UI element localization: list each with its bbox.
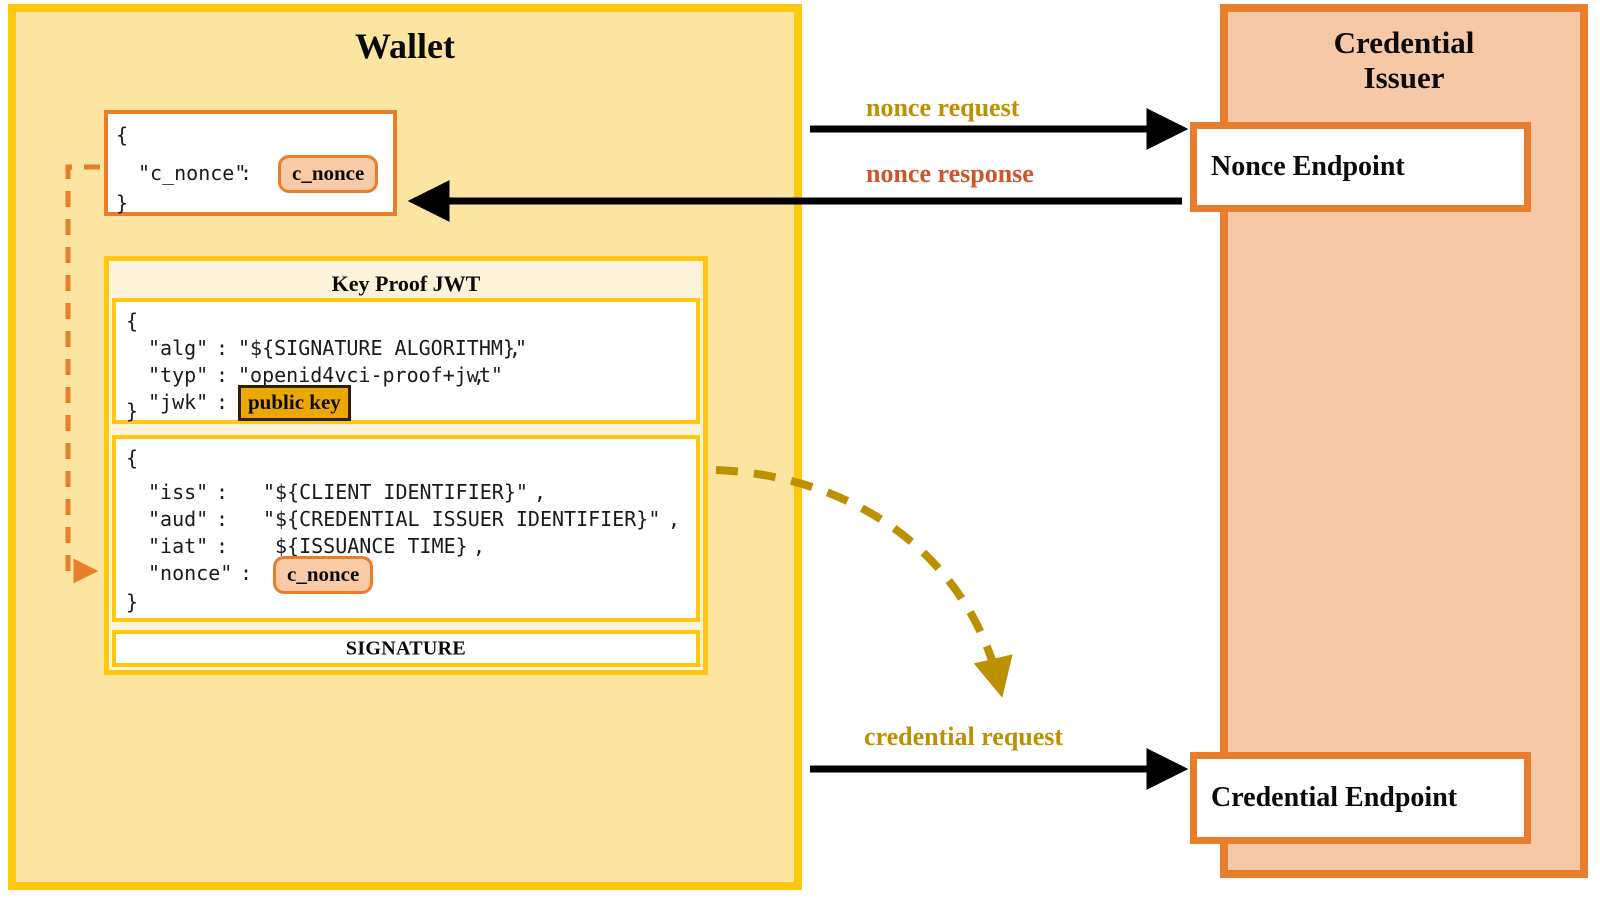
c-nonce-chip-payload: c_nonce [273,556,374,594]
issuer-title-line-2: Issuer [1363,59,1445,95]
jwt-signature-section: SIGNATURE [112,630,700,667]
jwt-payload-tail-iss: , [534,480,547,504]
jwt-header-value-typ: "openid4vci-proof+jwt" [238,363,503,387]
jwt-header-sep-alg: : [216,336,229,360]
nonce-endpoint-label: Nonce Endpoint [1211,151,1405,182]
key-proof-jwt-title: Key Proof JWT [331,271,481,296]
jwt-signature-label: SIGNATURE [345,637,467,659]
arrow-label-nonce-response: nonce response [866,159,1034,188]
nonce-response-json-box: { "c_nonce" : c_nonce } [104,110,397,216]
jwt-payload-key-iat: "iat" [148,534,209,558]
jwt-header-tail-alg: , [509,336,522,360]
jwt-payload-tail-iat: , [473,534,486,558]
jwt-header-close-brace: } [126,399,139,423]
nonce-json-open-brace: { [116,123,129,147]
jwt-payload-key-nonce: "nonce" [148,561,233,585]
issuer-title-line-1: Credential [1333,25,1475,60]
arrow-label-credential-request: credential request [864,722,1064,751]
jwt-header-value-alg: "${SIGNATURE ALGORITHM}" [238,336,527,360]
jwt-payload-sep-aud: : [216,507,229,531]
jwt-payload-section: { "iss" : "${CLIENT IDENTIFIER}" , "aud"… [112,435,700,622]
c-nonce-chip-response: c_nonce [278,155,379,193]
jwt-header-sep-typ: : [216,363,229,387]
jwt-payload-value-aud: "${CREDENTIAL ISSUER IDENTIFIER}" [263,507,661,531]
jwt-payload-key-iss: "iss" [148,480,209,504]
jwt-payload-key-aud: "aud" [148,507,209,531]
public-key-chip: public key [238,385,351,421]
jwt-header-sep-jwk: : [216,390,229,414]
jwt-payload-sep-iss: : [216,480,229,504]
jwt-header-key-alg: "alg" [148,336,209,360]
jwt-header-tail-typ: , [473,363,486,387]
jwt-payload-close-brace: } [126,590,139,614]
jwt-payload-tail-aud: , [668,507,681,531]
wallet-panel-title: Wallet [355,26,455,66]
jwt-header-open-brace: { [126,309,139,333]
credential-endpoint-box[interactable]: Credential Endpoint [1190,752,1531,844]
jwt-payload-value-iss: "${CLIENT IDENTIFIER}" [263,480,528,504]
credential-issuer-panel-title: Credential Issuer [1228,25,1580,95]
jwt-payload-open-brace: { [126,446,139,470]
nonce-json-colon: : [240,161,253,185]
nonce-json-close-brace: } [116,191,129,215]
jwt-header-key-jwk: "jwk" [148,390,209,414]
credential-endpoint-label: Credential Endpoint [1211,782,1458,813]
jwt-payload-sep-nonce: : [240,561,253,585]
jwt-payload-value-iat: ${ISSUANCE TIME} [275,534,468,558]
nonce-json-key: "c_nonce" [138,161,247,185]
nonce-endpoint-box[interactable]: Nonce Endpoint [1190,122,1531,212]
arrow-label-nonce-request: nonce request [866,93,1020,122]
jwt-header-key-typ: "typ" [148,363,209,387]
jwt-payload-sep-iat: : [216,534,229,558]
jwt-header-section: { "alg" : "${SIGNATURE ALGORITHM}" , "ty… [112,298,700,424]
